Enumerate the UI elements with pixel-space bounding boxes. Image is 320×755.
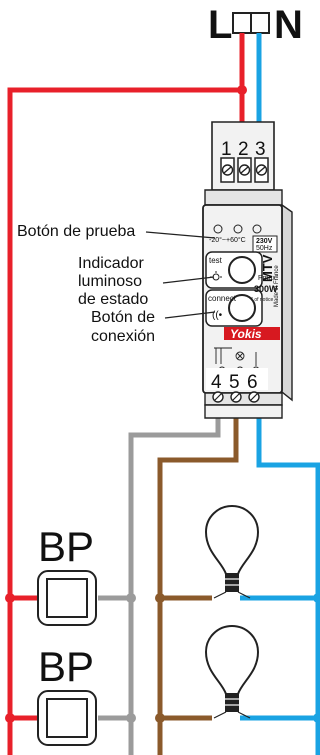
brand-badge	[224, 327, 280, 340]
brand-label: Yokis	[230, 327, 262, 341]
control-junction-2	[126, 713, 136, 723]
annotation-connect-line2: conexión	[91, 328, 155, 345]
test-button[interactable]	[228, 256, 256, 284]
switched-wire	[157, 415, 239, 755]
line-label: L	[208, 3, 232, 47]
annotation-led-line2: luminoso	[78, 273, 142, 290]
connect-button-label: connect	[208, 294, 237, 303]
supply-terminal-block-icon	[232, 12, 270, 34]
terminal-2-label: 2	[238, 139, 249, 160]
lamp-1-icon	[204, 504, 260, 599]
switched-junction-1	[155, 593, 165, 603]
lamp-2-icon	[204, 624, 260, 719]
switched-junction-2	[155, 713, 165, 723]
annotation-connect-leader	[164, 311, 216, 319]
neutral-junction-1	[313, 593, 320, 603]
annotation-led-line3: de estado	[78, 291, 148, 308]
power-value: 300W	[254, 284, 278, 294]
made-in-label: Made in France	[274, 265, 280, 307]
line-junction-bp2	[5, 713, 15, 723]
pushbutton-1-label: BP	[38, 523, 94, 570]
neutral-return-wire	[256, 415, 320, 755]
terminal-1-label: 1	[221, 139, 232, 160]
bottom-screws-icon	[212, 391, 260, 403]
power-label: Pmax	[258, 275, 276, 282]
connect-button[interactable]	[228, 294, 256, 322]
annotation-led-line1: Indicador	[78, 255, 144, 272]
temp-range-text: -20°~+60°C	[209, 236, 246, 244]
terminal-4-number: 4	[211, 372, 222, 393]
neutral-label: N	[274, 3, 303, 47]
top-screws-icon	[220, 157, 269, 183]
control-wire	[128, 415, 221, 755]
test-button-label: test	[209, 256, 223, 265]
annotation-led-leader	[162, 276, 215, 284]
radio-waves-icon: ((•	[212, 310, 223, 321]
annotation-test-button: Botón de prueba	[17, 223, 135, 240]
annotation-test-leader	[145, 231, 216, 239]
power-note: * of notice	[251, 297, 273, 303]
terminal-3-label: 3	[255, 139, 266, 160]
terminal-5-number: 5	[229, 372, 240, 393]
pushbutton-2-label: BP	[38, 643, 94, 690]
line-junction	[237, 85, 247, 95]
line-wire	[7, 33, 245, 755]
pushbutton-2: BP	[37, 643, 97, 746]
dimmer-module: 1 2 3 -20°~+60°C 230V 50Hz test connect …	[202, 121, 293, 419]
frequency-text: 50Hz	[256, 245, 273, 252]
pushbutton-1: BP	[37, 523, 97, 626]
voltage-text: 230V	[256, 238, 273, 245]
terminal-6-number: 6	[247, 372, 258, 393]
neutral-junction-2	[313, 713, 320, 723]
model-label: MTV	[260, 254, 275, 282]
annotation-connect-line1: Botón de	[91, 309, 155, 326]
control-junction-1	[126, 593, 136, 603]
line-junction-bp1	[5, 593, 15, 603]
